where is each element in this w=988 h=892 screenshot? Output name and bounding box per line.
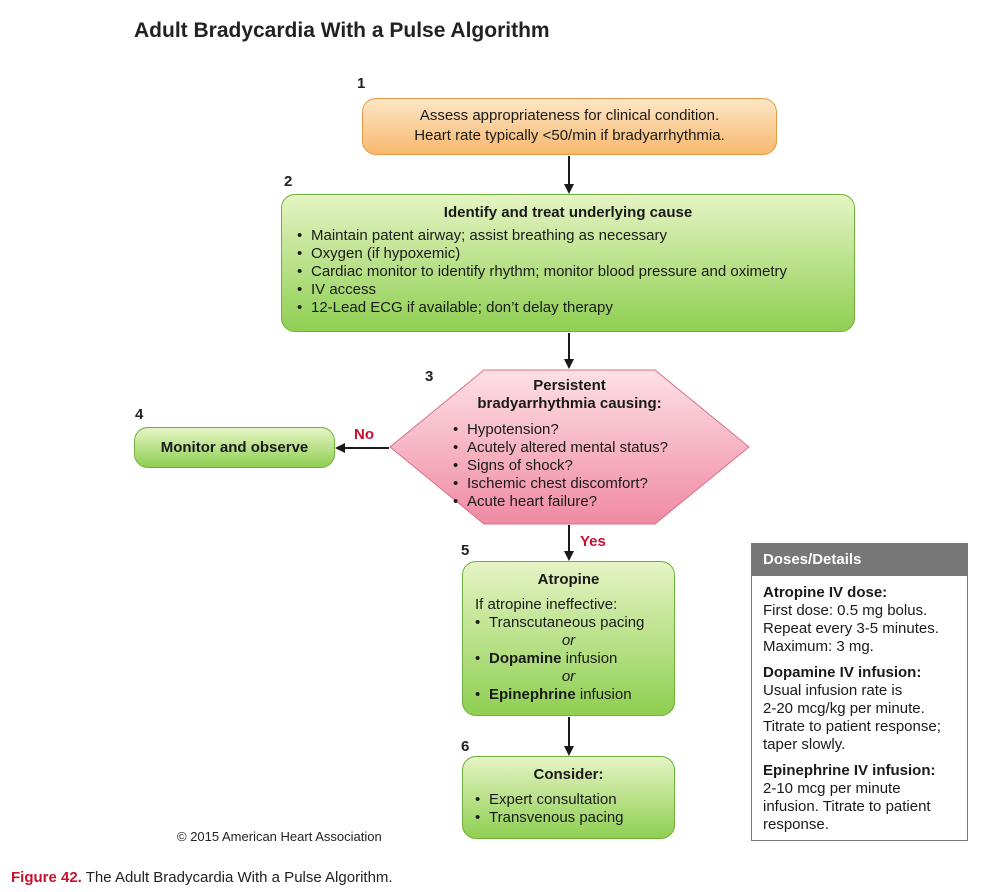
list-item: Oxygen (if hypoxemic)	[297, 245, 854, 263]
list-item: Dopamine infusion	[475, 650, 674, 668]
step-2-treat-cause-box: Identify and treat underlying cause Main…	[281, 194, 855, 332]
dose-line: taper slowly.	[763, 736, 846, 753]
step-1-assess-box: Assess appropriateness for clinical cond…	[362, 98, 777, 155]
step-1-line-1: Assess appropriateness for clinical cond…	[419, 107, 720, 124]
list-item: 12-Lead ECG if available; don’t delay th…	[297, 299, 854, 317]
or-label: or	[561, 668, 576, 685]
dose-line: Repeat every 3-5 minutes.	[763, 620, 939, 637]
caption-text: The Adult Bradycardia With a Pulse Algor…	[81, 869, 393, 886]
dose-line: Usual infusion rate is	[763, 682, 903, 699]
dose-line: First dose: 0.5 mg bolus.	[763, 602, 928, 619]
figure-caption: Figure 42. The Adult Bradycardia With a …	[11, 869, 393, 886]
step-5-atropine-box: Atropine If atropine ineffective: Transc…	[462, 561, 675, 716]
epinephrine-rest: infusion	[575, 686, 632, 703]
list-item: Hypotension?	[453, 421, 668, 439]
step-4-monitor-box: Monitor and observe	[134, 427, 335, 468]
list-item: Epinephrine infusion	[475, 686, 674, 704]
step-2-list: Maintain patent airway; assist breathing…	[297, 227, 854, 317]
step-6-consider-box: Consider: Expert consultation Transvenou…	[462, 756, 675, 839]
dose-line: infusion. Titrate to patient	[763, 798, 931, 815]
list-item: Ischemic chest discomfort?	[453, 475, 668, 493]
step-number-3: 3	[425, 368, 434, 385]
atropine-dose-title: Atropine IV dose:	[763, 584, 888, 601]
dose-line: 2-10 mcg per minute	[763, 780, 901, 797]
list-item: Acute heart failure?	[453, 493, 668, 511]
step-6-heading: Consider:	[533, 766, 604, 783]
no-label: No	[354, 426, 374, 443]
step-number-1: 1	[357, 75, 366, 92]
figure-number: Figure 42.	[11, 869, 82, 886]
list-item: Maintain patent airway; assist breathing…	[297, 227, 854, 245]
or-label: or	[561, 632, 576, 649]
step-2-heading: Identify and treat underlying cause	[443, 204, 693, 221]
step-6-list: Expert consultation Transvenous pacing	[475, 791, 674, 827]
list-item: Transvenous pacing	[475, 809, 674, 827]
yes-label: Yes	[580, 533, 606, 550]
step-number-4: 4	[135, 406, 144, 423]
step-number-2: 2	[284, 173, 293, 190]
copyright-text: © 2015 American Heart Association	[177, 829, 382, 844]
step-number-5: 5	[461, 542, 470, 559]
doses-header: Doses/Details	[752, 544, 967, 576]
list-item: IV access	[297, 281, 854, 299]
dose-line: response.	[763, 816, 829, 833]
list-item: Acutely altered mental status?	[453, 439, 668, 457]
dopamine-bold: Dopamine	[489, 650, 562, 667]
dopamine-dose-section: Dopamine IV infusion: Usual infusion rat…	[763, 664, 956, 754]
page-title: Adult Bradycardia With a Pulse Algorithm	[134, 19, 550, 42]
step-3-decision-hexagon: Persistent bradyarrhythmia causing: Hypo…	[389, 369, 750, 525]
step-5-intro: If atropine ineffective:	[475, 596, 618, 613]
step-3-heading-2: bradyarrhythmia causing:	[477, 395, 662, 412]
epinephrine-bold: Epinephrine	[489, 686, 576, 703]
step-3-heading-1: Persistent	[533, 377, 606, 394]
step-1-line-2: Heart rate typically <50/min if bradyarr…	[414, 127, 725, 144]
step-number-6: 6	[461, 738, 470, 755]
list-item: Cardiac monitor to identify rhythm; moni…	[297, 263, 854, 281]
list-item: Expert consultation	[475, 791, 674, 809]
step-5-list-2: Dopamine infusion	[475, 650, 674, 668]
epinephrine-dose-title: Epinephrine IV infusion:	[763, 762, 936, 779]
doses-details-panel: Doses/Details Atropine IV dose: First do…	[751, 543, 968, 841]
list-item: Transcutaneous pacing	[475, 614, 674, 632]
dopamine-rest: infusion	[561, 650, 618, 667]
step-3-list: Hypotension? Acutely altered mental stat…	[453, 421, 668, 511]
list-item: Signs of shock?	[453, 457, 668, 475]
dose-line: Maximum: 3 mg.	[763, 638, 874, 655]
step-5-heading: Atropine	[537, 571, 600, 588]
epinephrine-dose-section: Epinephrine IV infusion: 2-10 mcg per mi…	[763, 762, 956, 834]
step-5-list-3: Epinephrine infusion	[475, 686, 674, 704]
dose-line: Titrate to patient response;	[763, 718, 941, 735]
dose-line: 2-20 mcg/kg per minute.	[763, 700, 925, 717]
dopamine-dose-title: Dopamine IV infusion:	[763, 664, 922, 681]
step-5-list: Transcutaneous pacing	[475, 614, 674, 632]
atropine-dose-section: Atropine IV dose: First dose: 0.5 mg bol…	[763, 584, 956, 656]
